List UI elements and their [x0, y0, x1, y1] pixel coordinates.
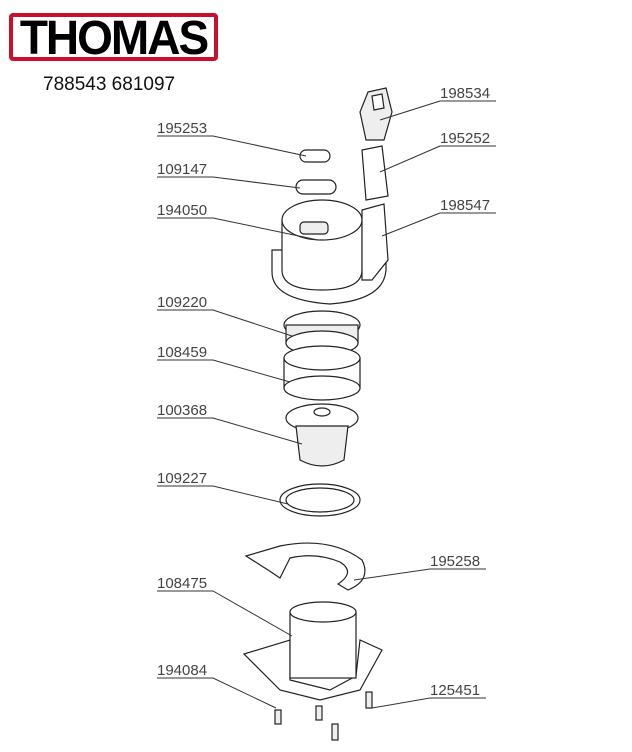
- svg-text:125451: 125451: [430, 682, 480, 699]
- label-198534[interactable]: 198534: [379, 85, 496, 121]
- label-194084[interactable]: 194084: [157, 662, 277, 709]
- svg-text:100368: 100368: [157, 402, 207, 419]
- part-100368-motor: [285, 403, 359, 467]
- part-195252-sleeve: [361, 145, 389, 201]
- svg-text:198547: 198547: [440, 197, 490, 214]
- label-195252[interactable]: 195252: [379, 130, 496, 173]
- label-198547[interactable]: 198547: [381, 197, 496, 237]
- label-195258[interactable]: 195258: [353, 553, 486, 581]
- svg-text:109220: 109220: [157, 294, 207, 311]
- label-108475[interactable]: 108475: [157, 575, 293, 637]
- svg-text:109227: 109227: [157, 470, 207, 487]
- part-198534-handle: [359, 87, 393, 141]
- label-109227[interactable]: 109227: [157, 470, 289, 505]
- model-codes: 788543 681097: [43, 74, 176, 95]
- svg-text:198534: 198534: [440, 85, 490, 102]
- svg-text:195252: 195252: [440, 130, 490, 147]
- part-195253-ring: [299, 149, 331, 163]
- label-125451[interactable]: 125451: [371, 682, 486, 709]
- part-108475-base: [242, 601, 383, 701]
- svg-text:108459: 108459: [157, 344, 207, 361]
- part-194050-motor-cover: [271, 199, 389, 305]
- label-109220[interactable]: 109220: [157, 294, 293, 337]
- svg-text:109147: 109147: [157, 161, 207, 178]
- label-109147[interactable]: 109147: [157, 161, 301, 189]
- label-108459[interactable]: 108459: [157, 344, 291, 383]
- svg-text:195253: 195253: [157, 120, 207, 137]
- label-100368[interactable]: 100368: [157, 402, 303, 445]
- label-195253[interactable]: 195253: [157, 120, 307, 157]
- thomas-logo: THOMAS: [9, 10, 218, 64]
- label-194050[interactable]: 194050: [157, 202, 319, 241]
- svg-text:194050: 194050: [157, 202, 207, 219]
- svg-text:195258: 195258: [430, 553, 480, 570]
- part-108459-housing: [283, 345, 361, 401]
- part-109220-filter-ring: [283, 310, 361, 356]
- part-109147-ring: [295, 179, 337, 195]
- logo-text: THOMAS: [19, 9, 209, 65]
- part-109227-gasket-ring: [279, 483, 361, 517]
- screws: [274, 691, 373, 741]
- part-195258-c-clip: [244, 542, 366, 591]
- svg-text:194084: 194084: [157, 662, 207, 679]
- svg-text:108475: 108475: [157, 575, 207, 592]
